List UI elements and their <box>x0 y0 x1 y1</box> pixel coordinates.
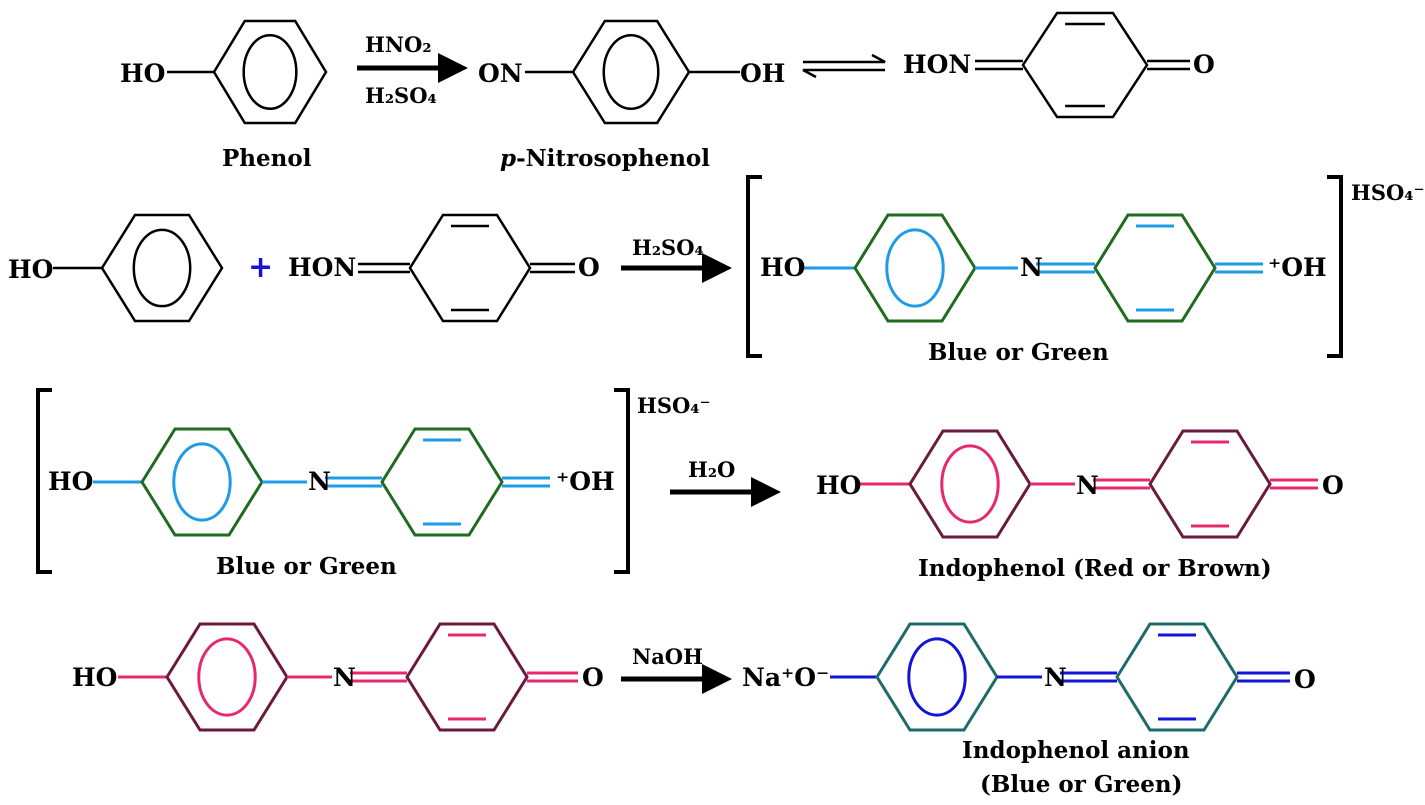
aromatic-circle <box>242 34 298 110</box>
benzene-ring <box>571 19 691 125</box>
reagent-label: NaOH <box>632 644 703 669</box>
cation-molecule <box>93 427 550 537</box>
ring-outline <box>1021 11 1149 119</box>
bridge-nitrogen: N <box>333 663 356 692</box>
indophenol-structure <box>118 622 578 732</box>
indophenol-structure <box>860 429 1318 539</box>
substituent-label: ⁺OH <box>1268 253 1327 282</box>
bridge-nitrogen: N <box>308 467 331 496</box>
quinone-oxime-molecule-2: HON O <box>288 213 600 323</box>
substituent-label: HO <box>816 471 861 500</box>
aromatic-circle <box>172 442 232 522</box>
ring-outline <box>1115 622 1239 732</box>
phenol-molecule: HO Phenol <box>120 19 328 172</box>
name-prefix: p <box>500 145 516 172</box>
reagent-label: H₂SO₄ <box>632 235 704 260</box>
substituent-label: HON <box>903 50 971 79</box>
substituent-label: OH <box>740 59 785 88</box>
phenol-molecule-2: HO <box>8 213 224 323</box>
indophenol-molecule: HO N O Indophenol (Red or Brown) <box>816 429 1344 582</box>
ring-outline <box>212 19 328 125</box>
ring-outline <box>380 427 504 537</box>
ring-outline <box>1148 429 1272 539</box>
benzene-ring <box>212 19 328 125</box>
bridge-nitrogen: N <box>1044 663 1067 692</box>
substituent-label: HO <box>72 663 117 692</box>
compound-name-line2: (Blue or Green) <box>980 771 1183 798</box>
bridge-nitrogen: N <box>1020 253 1043 282</box>
reaction-arrow-basification: NaOH <box>621 644 732 694</box>
ring-outline <box>408 213 532 323</box>
aromatic-circle <box>602 34 660 110</box>
aromatic-circle <box>940 444 1000 524</box>
forward-half-arrow-icon <box>803 53 886 64</box>
substituent-label: O <box>1322 471 1344 500</box>
reagent-label: H₂SO₄ <box>365 83 437 108</box>
right-bracket <box>1327 175 1343 358</box>
substituent-label: ON <box>478 59 523 88</box>
ring-outline <box>405 622 529 732</box>
reagent-label: H₂O <box>688 457 735 482</box>
compound-name: Phenol <box>222 145 312 172</box>
bridge-nitrogen: N <box>1076 471 1099 500</box>
blue-green-cation-complex-2: HO N ⁺OH HSO₄⁻ Blue or Green <box>36 388 711 580</box>
substituent-label: ⁺OH <box>556 467 615 496</box>
compound-name: p-Nitrosophenol <box>500 145 710 172</box>
plus-sign: + <box>248 250 273 285</box>
benzene-ring <box>100 213 224 323</box>
counter-ion: HSO₄⁻ <box>1351 180 1425 205</box>
left-bracket <box>746 175 762 358</box>
ring-outline <box>1093 213 1217 323</box>
substituent-label: O <box>582 663 604 692</box>
aromatic-circle <box>197 637 257 717</box>
compound-name: Blue or Green <box>216 553 397 580</box>
counter-ion: HSO₄⁻ <box>637 393 711 418</box>
substituent-label: HON <box>288 253 356 282</box>
substituent-label: HO <box>120 59 165 88</box>
substituent-label: HO <box>760 253 805 282</box>
reaction-arrow-nitrosation: HNO₂ H₂SO₄ <box>357 32 468 108</box>
compound-name: Indophenol anion <box>962 737 1190 764</box>
substituent-label: Na⁺O⁻ <box>742 663 829 692</box>
aromatic-circle <box>132 228 192 308</box>
substituent-label: O <box>1294 665 1316 694</box>
quinoid-ring <box>358 213 575 323</box>
reaction-arrow-condensation: H₂SO₄ <box>621 235 732 283</box>
substituent-label: O <box>1193 50 1215 79</box>
indophenol-anion-structure <box>830 622 1290 732</box>
right-bracket <box>614 388 630 574</box>
equilibrium-arrow <box>802 53 886 79</box>
blue-green-cation-complex: HO N ⁺OH HSO₄⁻ Blue or Green <box>746 175 1425 366</box>
cation-molecule <box>803 213 1263 323</box>
quinone-oxime-molecule: HON O <box>903 11 1215 119</box>
indophenol-anion-molecule: Na⁺O⁻ N O Indophenol anion (Blue or Gree… <box>742 622 1316 798</box>
p-nitrosophenol-molecule: ON OH p-Nitrosophenol <box>478 19 785 172</box>
reverse-half-arrow-icon <box>802 68 885 79</box>
aromatic-circle <box>885 228 945 308</box>
indophenol-molecule-2: HO N O <box>72 622 604 732</box>
left-bracket <box>36 388 52 574</box>
compound-name: Blue or Green <box>928 339 1109 366</box>
name-rest: -Nitrosophenol <box>516 145 710 172</box>
quinoid-ring <box>975 11 1190 119</box>
compound-name: Indophenol (Red or Brown) <box>918 555 1272 582</box>
substituent-label: O <box>578 253 600 282</box>
substituent-label: HO <box>48 467 93 496</box>
reaction-arrow-hydrolysis: H₂O <box>670 457 781 507</box>
aromatic-circle <box>907 637 967 717</box>
substituent-label: HO <box>8 255 53 284</box>
ring-outline <box>571 19 691 125</box>
ring-outline <box>100 213 224 323</box>
reagent-label: HNO₂ <box>365 32 432 57</box>
